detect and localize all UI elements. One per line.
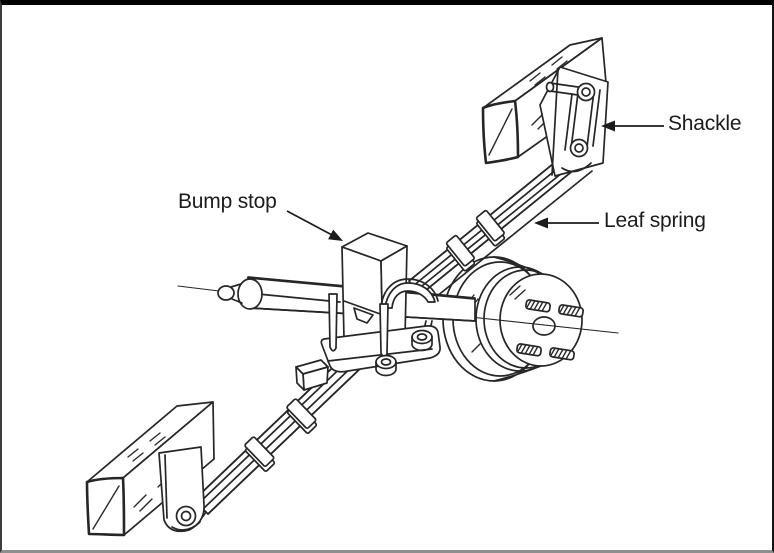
shackle-bolt-upper: [576, 82, 596, 102]
wheel-stud: [549, 347, 575, 361]
front-spring-hanger: [158, 446, 205, 533]
leaf-spring-label: Leaf spring: [604, 209, 706, 232]
axle-end-knob: [217, 285, 235, 301]
u-bolt-nut-boss: [411, 329, 433, 352]
shackle: [539, 66, 609, 177]
spring-clip: [475, 209, 506, 247]
shackle-label: Shackle: [668, 112, 742, 135]
spring-clip: [244, 436, 276, 472]
shackle-bolt-lower: [569, 138, 589, 158]
bump-stop-label: Bump stop: [178, 190, 277, 213]
leaf-spring-arrow: [534, 217, 599, 229]
spring-eye-bolt: [175, 505, 197, 527]
axle-end-cap: [237, 278, 263, 310]
spring-clip: [445, 234, 476, 272]
wheel-stud: [558, 304, 584, 318]
leaf-spring-front: [178, 350, 365, 526]
bump-stop-arrow: [286, 210, 343, 241]
wheel-stud: [525, 299, 551, 313]
shackle-arrow: [601, 120, 664, 132]
wheel-stud: [516, 343, 542, 357]
spring-clip: [286, 398, 318, 434]
shackle-pin: [545, 81, 555, 93]
u-bolt-nut-boss: [375, 354, 397, 377]
suspension-diagram: [85, 37, 664, 537]
shock-mount-bracket: [295, 359, 329, 391]
